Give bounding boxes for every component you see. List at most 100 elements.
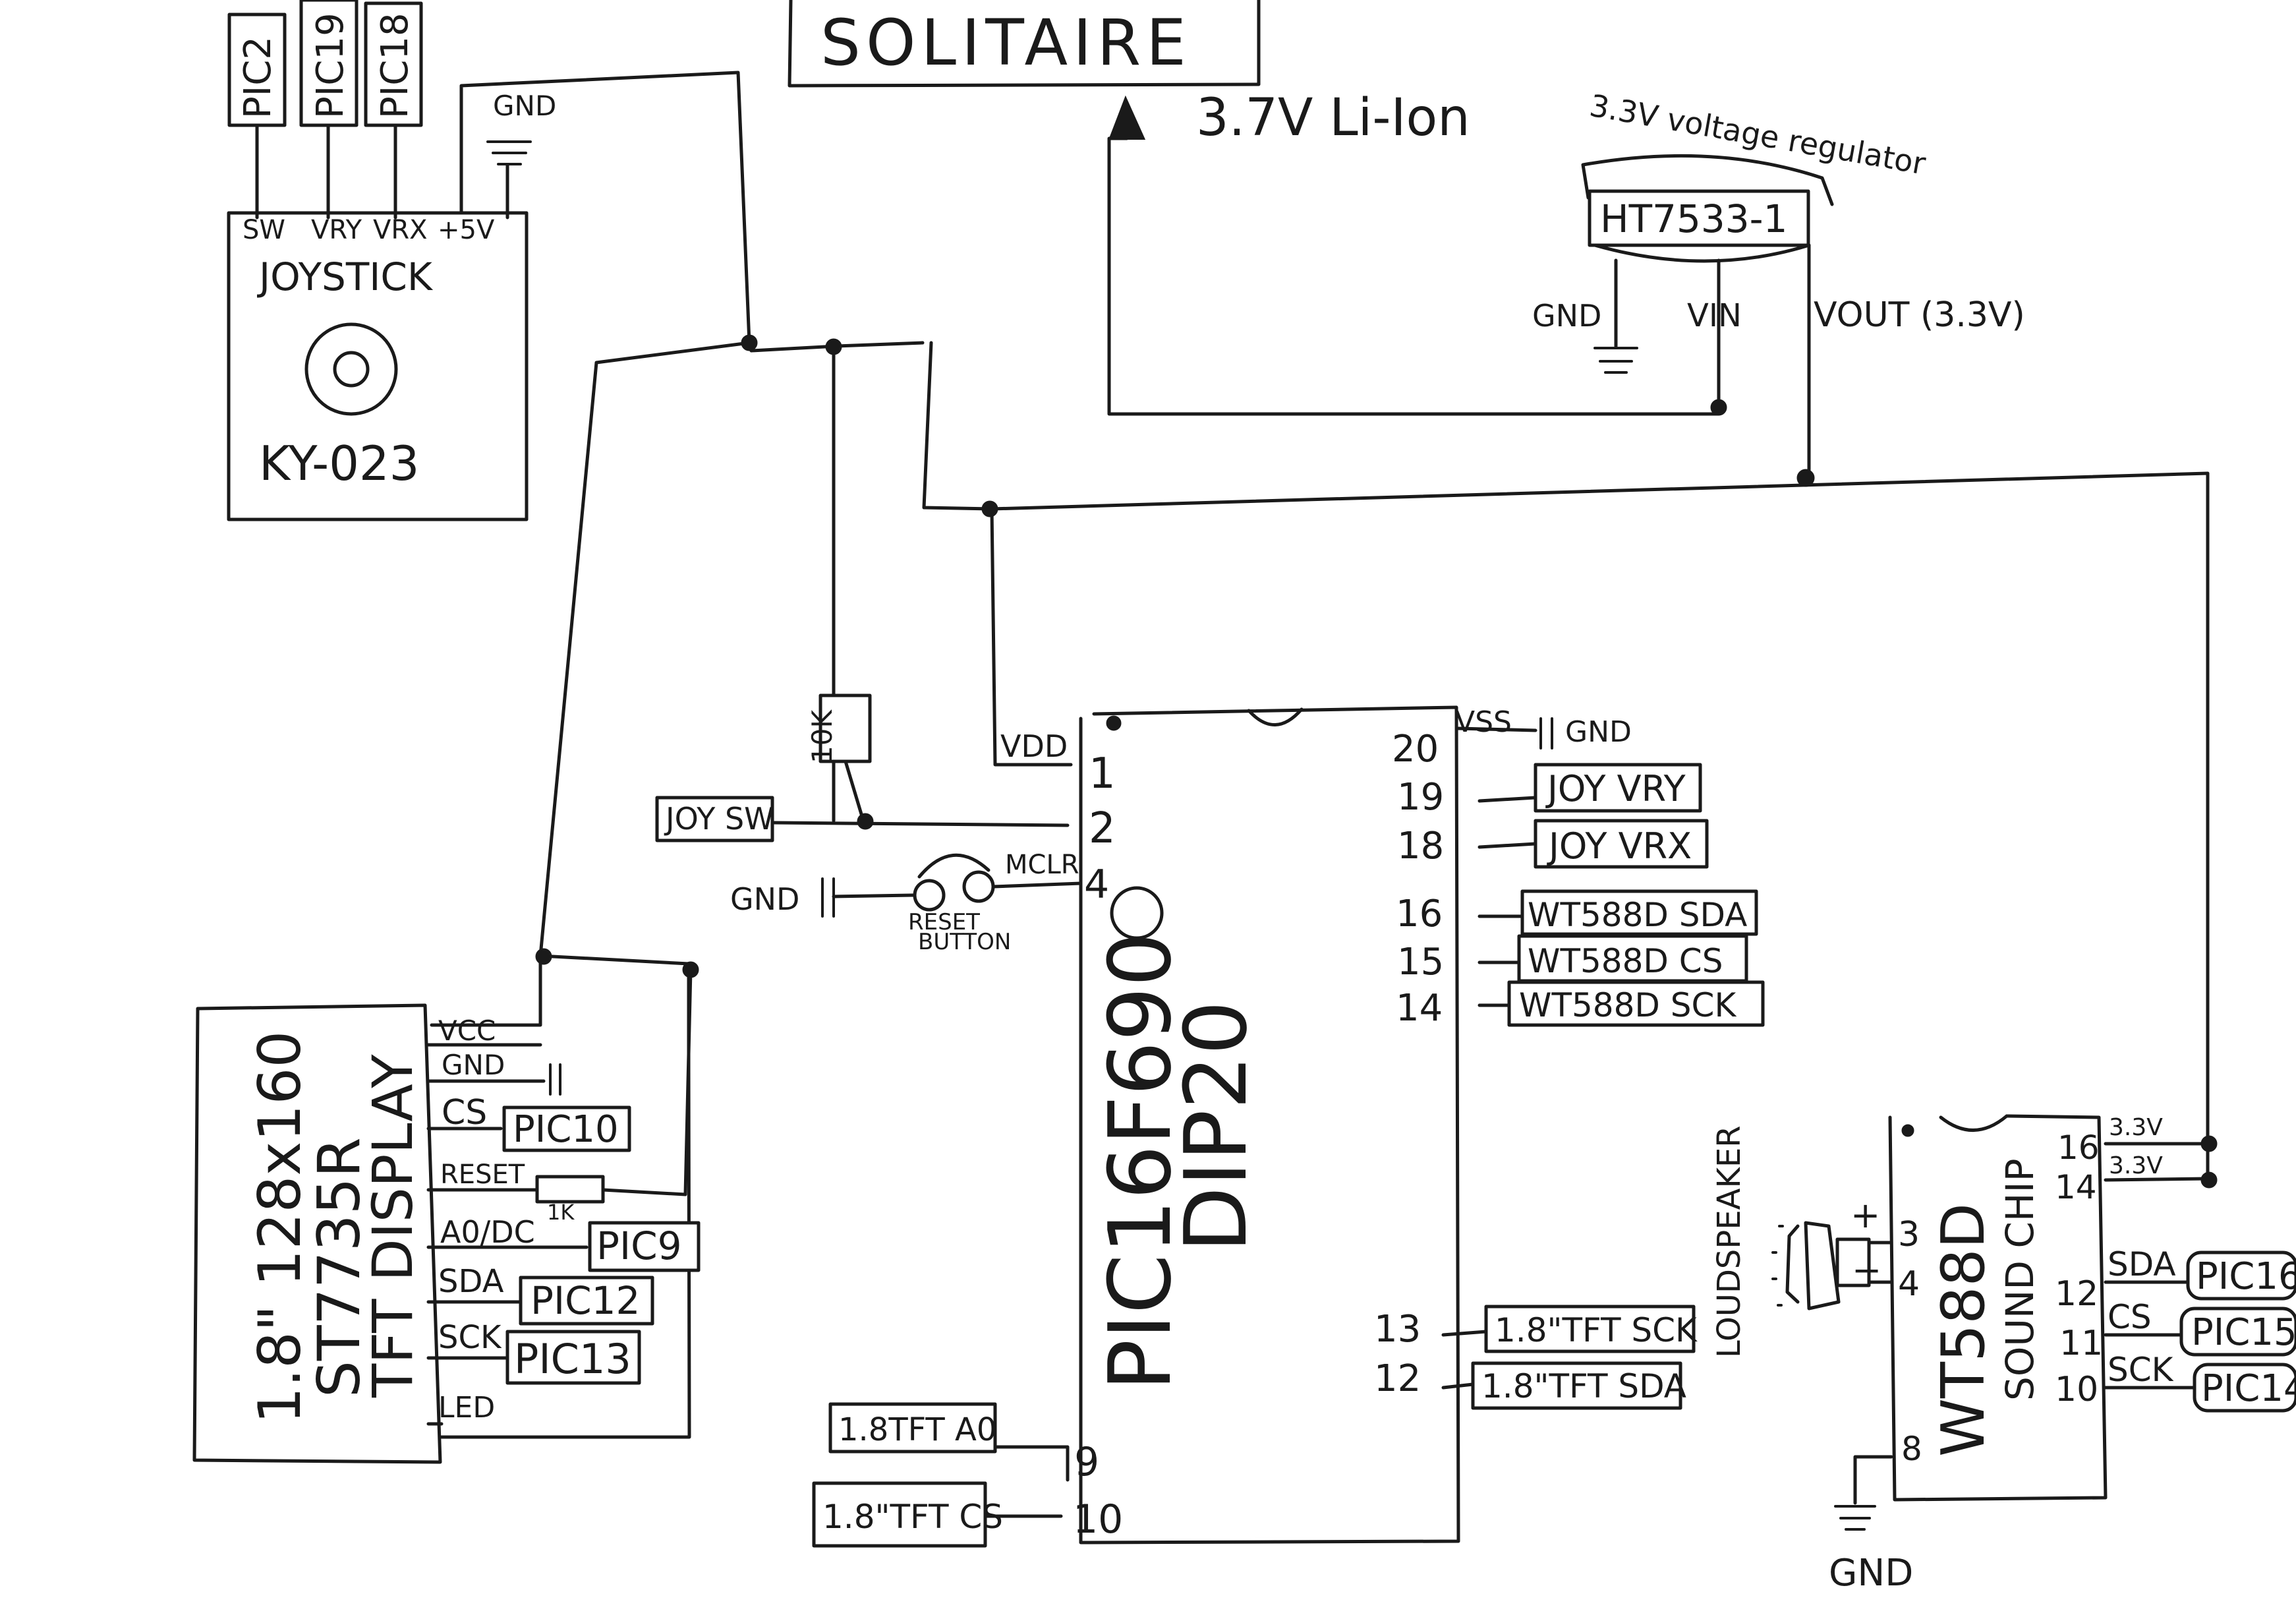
pin1-marker-icon [1901,1124,1914,1137]
joystick-pin-sw: SW [243,215,285,245]
sound-line2: SOUND CHIP [1997,1158,2042,1401]
reset-gnd-label: GND [730,881,799,917]
loudspeaker-icon [1771,1221,1871,1310]
sound-pin-16: 16 [2057,1129,2100,1167]
sound-sda-label: SDA [2108,1245,2176,1283]
junction-dot [981,500,998,517]
mcu-pin-16: 16 [1396,893,1443,935]
svg-text:PIC19: PIC19 [309,13,352,119]
svg-text:WT588D CS: WT588D CS [1528,942,1723,980]
chip-notch-icon [1110,886,1164,940]
title: SOLITAIRE [820,6,1191,80]
regulator-vout: VOUT (3.3V) [1814,295,2025,335]
joystick-knob-icon [304,322,398,416]
speaker-plus: + [1851,1194,1880,1236]
sound-pin-8: 8 [1901,1430,1922,1468]
joystick-model: KY-023 [259,436,420,491]
mcu-pin-10: 10 [1073,1496,1123,1543]
display-line3: TFT DISPLAY [360,1054,425,1398]
svg-text:1.8"TFT CS: 1.8"TFT CS [822,1498,1003,1536]
joystick-tag-pic2: PIC2 [227,13,287,127]
svg-text:WT588D SCK: WT588D SCK [1519,986,1736,1024]
svg-text:BUTTON: BUTTON [918,929,1011,955]
svg-text:PIC13: PIC13 [514,1335,631,1383]
regulator-part: HT7533-1 [1600,196,1787,241]
junction-dot [1796,469,1815,487]
sound-pin-14: 14 [2055,1168,2097,1206]
mcu-pin-14: 14 [1396,987,1443,1030]
sound-pin-3: 3 [1898,1215,1920,1254]
mcu-pin-2: 2 [1089,804,1116,853]
svg-text:PIC9: PIC9 [596,1223,681,1268]
display-pin-reset: RESET [440,1160,525,1190]
speaker-label: LOUDSPEAKER [1711,1125,1748,1358]
tag-joy-vrx: JOY VRX [1534,819,1709,869]
joy-sw-tag: JOY SW [655,796,774,842]
svg-text:WT588D SDA: WT588D SDA [1528,896,1747,934]
resistor-1k-label: 1K [547,1200,575,1225]
battery-label: 3.7V Li-Ion [1196,88,1470,148]
svg-text:PIC2: PIC2 [237,36,279,119]
mcu-vdd-label: VDD [1000,728,1068,764]
display-tag-pic13: PIC13 [505,1330,641,1385]
ground-icon [1834,1505,1876,1531]
sound-cs-label: CS [2108,1298,2152,1336]
reset-button[interactable]: GND RESET BUTTON MCLR [730,850,1083,955]
svg-text:PIC10: PIC10 [513,1108,619,1151]
wt588d-sound-chip: WT588D SOUND CHIP 16 14 12 11 10 3 4 8 3… [1711,1114,2296,1595]
pin1-marker-icon [1106,715,1122,731]
display-pin-sda: SDA [438,1263,504,1300]
mcu-gnd-label: GND [1565,715,1632,749]
sound-sck-label: SCK [2108,1351,2174,1389]
sound-tag-pic16: PIC16 [2186,1251,2296,1301]
mcu-pin-9: 9 [1074,1439,1099,1485]
mcu-pin-4: 4 [1084,862,1109,908]
tag-tft-sck: 1.8"TFT SCK [1484,1305,1698,1353]
display-line2: ST7735R [305,1137,373,1398]
svg-text:PIC16: PIC16 [2196,1255,2296,1298]
sound-line1: WT588D [1929,1203,1998,1457]
reset-button-label: RESET [908,909,980,935]
joystick-gnd-label: GND [493,90,556,122]
voltage-regulator: 3.3V voltage regulator HT7533-1 GND VIN … [1532,88,2025,477]
mcu-pin-12: 12 [1374,1357,1421,1400]
sound-pin-11: 11 [2059,1324,2103,1363]
joystick-pin-5v: +5V [438,215,495,245]
sound-tag-pic15: PIC15 [2179,1307,2296,1357]
svg-text:JOY SW: JOY SW [664,801,774,837]
tag-wt588d-sck: WT588D SCK [1507,980,1765,1027]
svg-text:PIC12: PIC12 [531,1278,640,1323]
junction-dot [535,948,552,965]
svg-text:PIC14: PIC14 [2201,1367,2296,1410]
display-tag-pic10: PIC10 [502,1105,631,1152]
junction-dot [857,813,874,830]
joystick-module: SW VRY VRX +5V JOYSTICK KY-023 GND PIC2 … [227,0,556,521]
junction-dot [1710,399,1727,416]
tag-tft-a0: 1.8TFT A0 [828,1402,997,1454]
sound-3v3-a: 3.3V [2109,1114,2163,1141]
mclr-label: MCLR [1005,850,1079,880]
display-pin-led: LED [438,1391,495,1425]
svg-text:PIC15: PIC15 [2191,1311,2296,1354]
regulator-caption: 3.3V voltage regulator [1587,88,1928,182]
pic16f690-chip: PIC16F690 DIP20 1 2 4 9 10 VDD 20 19 18 … [1000,705,1512,1545]
resistor-1k: 1K [535,1175,605,1225]
sound-3v3-b: 3.3V [2109,1152,2163,1179]
sound-tag-pic14: PIC14 [2193,1363,2296,1413]
mcu-pin-1: 1 [1089,750,1116,798]
sound-pin-12: 12 [2055,1274,2098,1314]
display-pin-a0: A0/DC [440,1214,535,1250]
mcu-pin-19: 19 [1397,776,1444,819]
display-pin-sck: SCK [438,1319,502,1356]
junction-dot [2200,1171,2218,1189]
joystick-pin-vry: VRY [311,215,362,245]
display-tag-pic9: PIC9 [588,1221,701,1272]
svg-text:JOY VRX: JOY VRX [1547,825,1692,867]
display-pin-cs: CS [442,1093,487,1133]
speaker-minus: − [1852,1249,1881,1291]
sound-pin-10: 10 [2055,1370,2098,1409]
mcu-pin-13: 13 [1374,1308,1421,1351]
joystick-tag-pic19: PIC19 [299,0,359,127]
svg-text:1.8TFT A0: 1.8TFT A0 [838,1411,996,1448]
sound-pin-4: 4 [1898,1264,1920,1304]
